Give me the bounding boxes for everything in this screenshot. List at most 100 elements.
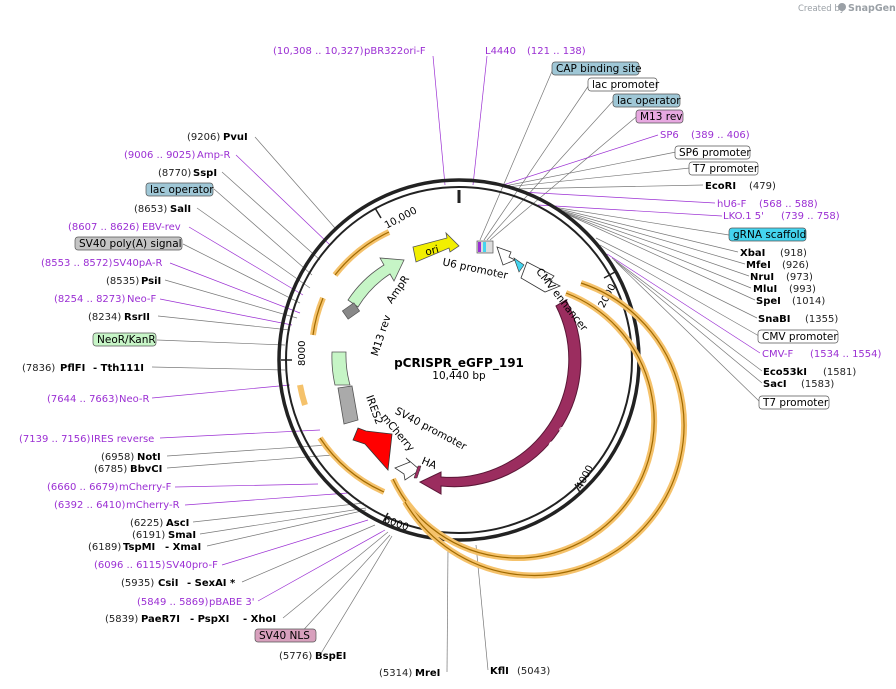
- leader-neor: [156, 339, 286, 346]
- label-bbvci[interactable]: (6785)BbvCI: [94, 464, 162, 475]
- ampr-feature[interactable]: AmpR: [347, 257, 412, 308]
- svg-text:SmaI: SmaI: [168, 530, 196, 541]
- label-xhoi[interactable]: (5839)PaeR7I- PspXI- XhoI: [105, 614, 276, 625]
- label-t7-promoter-2[interactable]: T7 promoter: [758, 395, 830, 410]
- label-t7-promoter-1[interactable]: T7 promoter: [688, 161, 759, 176]
- leader-lac-op-l: [213, 188, 313, 276]
- label-neor-kanr[interactable]: NeoR/KanR: [92, 332, 157, 347]
- label-eco53ki[interactable]: Eco53kI(1581): [763, 367, 856, 378]
- ruler-label-4000: 4000: [574, 464, 596, 492]
- label-sv40pa-r[interactable]: (8553 .. 8572)SV40pA-R: [41, 258, 162, 269]
- label-cmv-promoter[interactable]: CMV promoter: [757, 329, 839, 344]
- label-sp6[interactable]: SP6(389 .. 406): [660, 130, 750, 141]
- label-sali[interactable]: (8653)SalI: [134, 204, 191, 215]
- label-saci[interactable]: SacI(1583): [763, 379, 834, 390]
- credit-brand: SnapGene: [848, 3, 896, 14]
- svg-text:(8254 .. 8273): (8254 .. 8273): [54, 294, 126, 305]
- label-kfli[interactable]: KflI(5043): [490, 666, 550, 677]
- label-mlui[interactable]: MluI(993): [753, 284, 816, 295]
- label-cmv-f[interactable]: CMV-F (1534 .. 1554): [762, 349, 882, 360]
- svg-text:- XhoI: - XhoI: [243, 614, 276, 625]
- svg-text:PflFI: PflFI: [60, 363, 85, 374]
- svg-text:SV40pA-R: SV40pA-R: [113, 258, 162, 269]
- label-mcherry-f[interactable]: (6660 .. 6679)mCherry-F: [47, 482, 172, 493]
- label-pvui[interactable]: (9206)PvuI: [187, 132, 248, 143]
- label-bspei[interactable]: (5776)BspEI: [279, 651, 346, 662]
- label-lac-operator-right[interactable]: lac operator: [612, 93, 681, 108]
- label-snabi[interactable]: SnaBI(1355): [758, 314, 838, 325]
- label-lac-promoter[interactable]: lac promoter: [587, 77, 660, 92]
- small-features: [331, 240, 561, 481]
- label-xbai[interactable]: XbaI(918): [740, 248, 807, 259]
- label-sexai[interactable]: (5935)CsiI- SexAI *: [121, 578, 236, 589]
- label-mrei[interactable]: (5314)MreI: [379, 668, 440, 679]
- label-pflfi[interactable]: (7836)PflFI- Tth111I: [22, 363, 144, 374]
- label-cap-binding-site[interactable]: CAP binding site: [551, 61, 642, 76]
- svg-text:Neo-R: Neo-R: [119, 394, 150, 405]
- leader-lko: [537, 204, 723, 217]
- leader-pvui: [254, 136, 336, 229]
- label-xmai[interactable]: (6189)TspMI- XmaI: [88, 542, 201, 553]
- sv40-promoter-arrow-icon: [394, 457, 421, 481]
- svg-text:SP6 promoter: SP6 promoter: [679, 147, 751, 159]
- label-nrui[interactable]: NruI (973): [750, 272, 813, 283]
- label-lko1[interactable]: LKO.1 5'(739 .. 758): [723, 211, 840, 222]
- label-amp-r[interactable]: (9006 .. 9025)Amp-R: [124, 150, 231, 161]
- svg-text:(1534 .. 1554): (1534 .. 1554): [810, 349, 882, 360]
- label-sspi[interactable]: (8770)SspI: [158, 168, 217, 179]
- ruler-label-6000: 6000: [382, 514, 410, 533]
- label-lac-operator-left[interactable]: lac operator: [145, 182, 214, 197]
- label-ires-reverse[interactable]: (7139 .. 7156)IRES reverse: [19, 434, 154, 445]
- svg-text:NruI: NruI: [750, 272, 774, 283]
- svg-text:MluI: MluI: [753, 284, 777, 295]
- leader-bspei: [319, 535, 393, 656]
- svg-text:(1014): (1014): [792, 296, 825, 307]
- svg-text:(1581): (1581): [823, 367, 856, 378]
- svg-text:(973): (973): [786, 272, 813, 283]
- leader-cmv-f: [606, 253, 761, 354]
- label-sv40-nls[interactable]: SV40 NLS: [254, 628, 317, 643]
- label-sv40pro-f[interactable]: (6096 .. 6115)SV40pro-F: [94, 560, 218, 571]
- label-pbr322ori-f[interactable]: (10,308 .. 10,327)pBR322ori-F: [273, 46, 426, 57]
- cas9-feature[interactable]: Cas9: [418, 299, 582, 495]
- label-sv40-polya[interactable]: SV40 poly(A) signal: [74, 236, 183, 251]
- plasmid-size: 10,440 bp: [432, 370, 486, 382]
- svg-text:(6660 .. 6679): (6660 .. 6679): [47, 482, 119, 493]
- leader-lac-op-r: [486, 100, 614, 241]
- leader-sexai: [241, 524, 376, 583]
- leader-grna: [552, 206, 730, 236]
- svg-text:(8553 .. 8572): (8553 .. 8572): [41, 258, 113, 269]
- leader-ebv-rev: [188, 226, 304, 296]
- label-grna-scaffold[interactable]: gRNA scaffold: [728, 227, 807, 242]
- svg-text:SspI: SspI: [193, 168, 217, 179]
- label-psii[interactable]: (8535)PsiI: [106, 276, 161, 287]
- label-noti[interactable]: (6958)NotI: [101, 452, 161, 463]
- label-neo-r[interactable]: (7644 .. 7663)Neo-R: [47, 394, 150, 405]
- svg-text:(7836): (7836): [22, 363, 55, 374]
- label-pbabe[interactable]: (5849 .. 5869)pBABE 3': [137, 597, 255, 608]
- svg-text:CMV-F: CMV-F: [762, 349, 793, 360]
- label-sp6-promoter[interactable]: SP6 promoter: [674, 145, 751, 160]
- svg-text:IRES reverse: IRES reverse: [91, 434, 154, 445]
- label-smai[interactable]: (6191)SmaI: [132, 530, 196, 541]
- svg-text:BbvCI: BbvCI: [130, 464, 162, 475]
- svg-text:CAP binding site: CAP binding site: [556, 63, 642, 75]
- leader-mfei: [555, 208, 746, 265]
- ori-feature[interactable]: ori: [412, 231, 460, 263]
- feature-label-ori: ori: [424, 243, 440, 258]
- svg-text:lac operator: lac operator: [150, 184, 214, 196]
- label-hu6-f[interactable]: hU6-F(568 .. 588): [717, 199, 818, 210]
- label-rsrii[interactable]: (8234)RsrII: [88, 312, 150, 323]
- label-ebv-rev[interactable]: (8607 .. 8626)EBV-rev: [68, 222, 181, 233]
- leader-spei: [561, 211, 756, 301]
- label-mfei[interactable]: MfeI(926): [746, 260, 809, 271]
- label-m13-rev[interactable]: M13 rev: [635, 109, 684, 124]
- svg-text:- PspXI: - PspXI: [190, 614, 229, 625]
- label-ecori[interactable]: EcoRI(479): [705, 181, 776, 192]
- label-l4440[interactable]: L4440(121 .. 138): [485, 46, 586, 57]
- label-neo-f[interactable]: (8254 .. 8273)Neo-F: [54, 294, 157, 305]
- label-spei[interactable]: SpeI(1014): [756, 296, 825, 307]
- label-asci[interactable]: (6225)AscI: [130, 518, 189, 529]
- leader-pbabe: [257, 529, 386, 602]
- label-mcherry-r[interactable]: (6392 .. 6410)mCherry-R: [54, 500, 180, 511]
